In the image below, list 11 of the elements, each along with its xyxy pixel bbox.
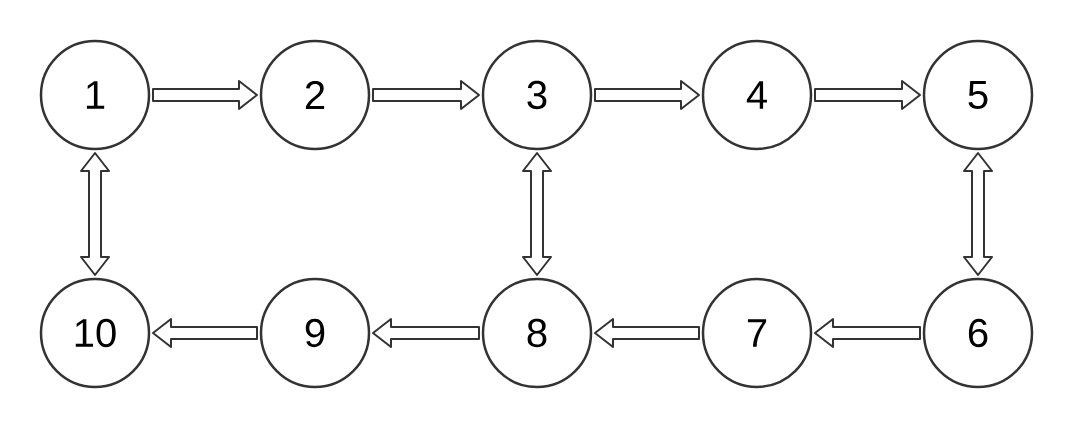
hollow-arrow (963, 152, 993, 276)
hollow-arrow (594, 80, 700, 110)
hollow-arrow (814, 318, 921, 348)
hollow-arrow (372, 80, 480, 110)
hollow-arrow (522, 152, 552, 276)
hollow-arrow (152, 318, 258, 348)
hollow-arrow (814, 80, 921, 110)
hollow-arrow (594, 318, 700, 348)
hollow-arrow (372, 318, 480, 348)
hollow-arrow (152, 80, 258, 110)
hollow-arrow (80, 152, 110, 276)
